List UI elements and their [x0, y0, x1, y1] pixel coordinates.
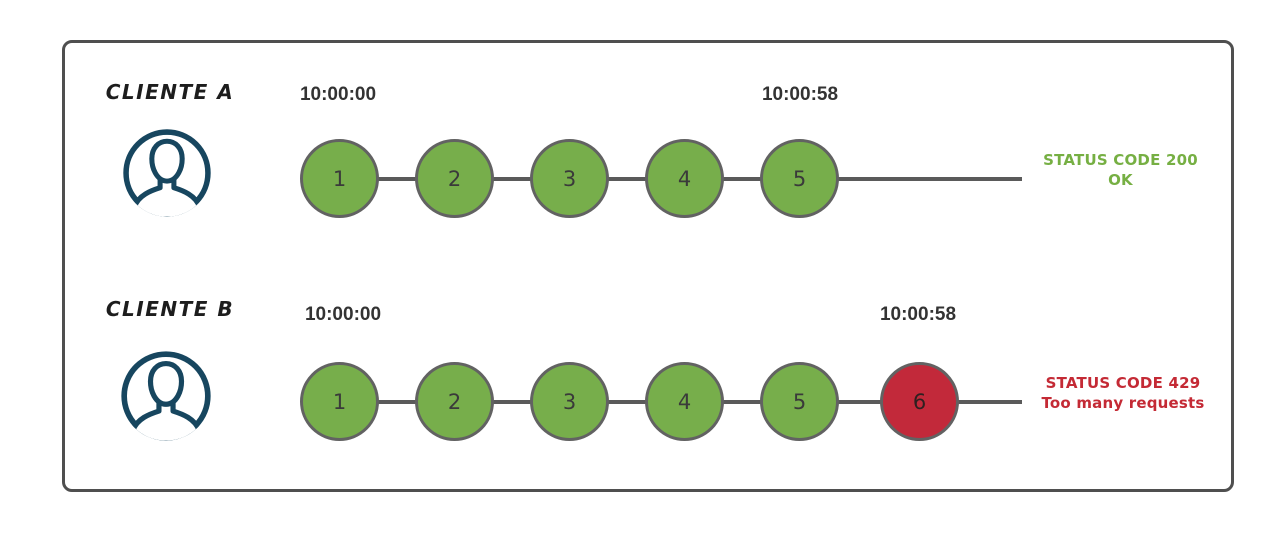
- request-node-b6-rate-limited: 6: [880, 362, 959, 441]
- request-node-a5: 5: [760, 139, 839, 218]
- request-node-a1: 1: [300, 139, 379, 218]
- request-node-b1: 1: [300, 362, 379, 441]
- request-node-a2: 2: [415, 139, 494, 218]
- row-a-start-timestamp: 10:00:00: [299, 84, 377, 105]
- row-b-start-timestamp: 10:00:00: [304, 304, 382, 325]
- request-node-b2: 2: [415, 362, 494, 441]
- request-node-a4: 4: [645, 139, 724, 218]
- row-b-status: STATUS CODE 429 Too many requests: [1028, 373, 1218, 413]
- request-node-b4: 4: [645, 362, 724, 441]
- user-avatar-icon: [123, 129, 211, 217]
- request-node-a3: 3: [530, 139, 609, 218]
- row-a-status-code: STATUS CODE 200: [1043, 151, 1198, 169]
- row-b-status-message: Too many requests: [1041, 394, 1205, 412]
- client-b-label: CLIENTE B: [105, 297, 235, 321]
- request-node-b3: 3: [530, 362, 609, 441]
- row-b-end-timestamp: 10:00:58: [879, 304, 957, 325]
- client-a-label: CLIENTE A: [105, 80, 235, 104]
- row-b-status-code: STATUS CODE 429: [1045, 374, 1201, 392]
- row-a-status-message: OK: [1108, 171, 1133, 189]
- request-node-b5: 5: [760, 362, 839, 441]
- diagram-panel: [62, 40, 1234, 492]
- row-a-end-timestamp: 10:00:58: [761, 84, 839, 105]
- row-a-status: STATUS CODE 200 OK: [1028, 150, 1213, 190]
- user-avatar-icon: [121, 351, 211, 441]
